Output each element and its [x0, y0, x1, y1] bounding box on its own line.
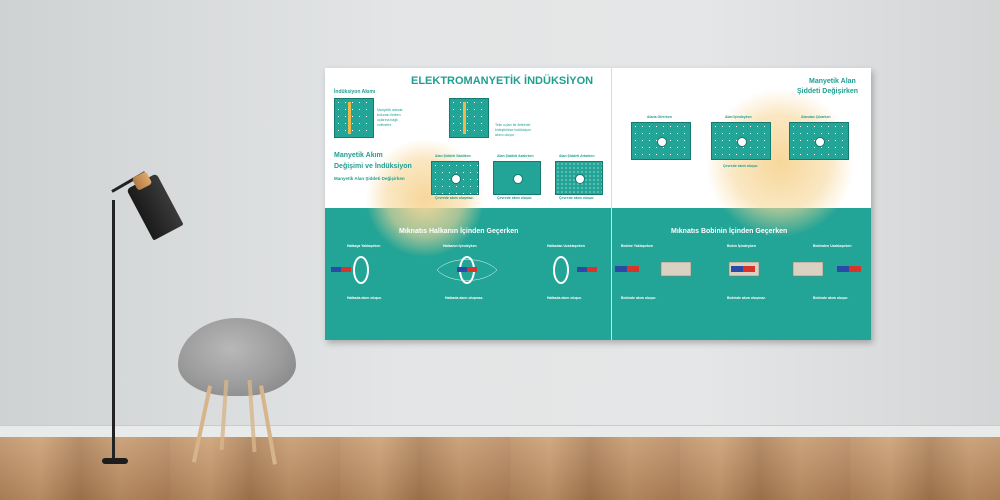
coil-diagram-2 [728, 261, 760, 277]
main-title: ELEKTROMANYETİK İNDÜKSİYON [411, 75, 594, 87]
bulb-icon [451, 174, 461, 184]
ring-diagram-3 [553, 256, 597, 284]
coil-diagram-1 [615, 261, 692, 277]
wood-floor [0, 437, 1000, 500]
panel-box-1 [431, 161, 479, 195]
bulb-icon [737, 137, 747, 147]
right-panel-label-3: Alandan Çıkarken [801, 115, 831, 119]
bulb-icon [513, 174, 523, 184]
ring-label-3: Halkadan Uzaklaşırken [547, 244, 585, 248]
ring-label-2: Halkanın İçindeyken [443, 244, 477, 248]
induction-current-label: İndüksiyon Akımı [334, 89, 376, 95]
coil-caption-1: Bobinde akım oluşur. [621, 296, 657, 300]
induction-poster: ELEKTROMANYETİK İNDÜKSİYON İndüksiyon Ak… [325, 68, 871, 340]
conductor-bar [348, 102, 351, 134]
coil-diagrams [615, 261, 861, 277]
ring-diagrams [331, 256, 597, 284]
panel-box-2 [493, 161, 541, 195]
ring-section-title: Mıknatıs Halkanın İçinden Geçerken [399, 228, 519, 235]
floor-lamp-pole [112, 200, 115, 462]
right-panel-box-3 [789, 122, 849, 160]
ring-caption-2: Halkada akım oluşmaz. [445, 296, 484, 300]
panel-label-2: Alan Şiddeti Azalırken [497, 154, 534, 158]
right-title-2: Şiddeti Değişirken [797, 88, 859, 95]
bulb-icon [575, 174, 585, 184]
right-panel-box-2 [711, 122, 771, 160]
right-title-1: Manyetik Alan [809, 78, 856, 85]
floor-shade [0, 437, 1000, 500]
floor-lamp-base [102, 458, 128, 464]
glow-left [365, 138, 485, 258]
right-panel-label-1: Alana Girerken [647, 115, 672, 119]
field-box-1 [334, 98, 374, 138]
ring-diagram-1 [331, 256, 369, 284]
ring-diagram-2 [436, 256, 498, 284]
coil-diagram-3 [792, 261, 861, 277]
section-change-title-2: Değişimi ve İndüksiyon [334, 163, 412, 170]
right-caption: Çevrede akım oluşur. [723, 164, 759, 168]
left-note-2: Telin uçları bir iletkenle birleştirilir… [495, 123, 531, 137]
panel-caption-2: Çevrede akım oluşur. [497, 196, 533, 200]
ring-caption-3: Halkada akım oluşur. [547, 296, 582, 300]
section-change-title-1: Manyetik Akım [334, 152, 383, 159]
chair-seat [178, 318, 296, 396]
conductor-bar-2 [463, 102, 466, 134]
bulb-icon [815, 137, 825, 147]
coil-label-2: Bobin İçindeyken [727, 244, 756, 248]
coil-caption-2: Bobinde akım oluşmaz. [727, 296, 766, 300]
panel-box-3 [555, 161, 603, 195]
coil-section-title: Mıknatıs Bobinin İçinden Geçerken [671, 228, 788, 235]
poster-divider [611, 68, 612, 340]
ring-label-1: Halkaya Yaklaşırken [347, 244, 381, 248]
panel-caption-3: Çevrede akım oluşur. [559, 196, 595, 200]
field-box-2 [449, 98, 489, 138]
ring-caption-1: Halkada akım oluşur. [347, 296, 382, 300]
panel-label-1: Alan Şiddeti Sabitken [435, 154, 471, 158]
panel-label-3: Alan Şiddeti Artarken [559, 154, 595, 158]
glow-right [705, 88, 855, 238]
panel-caption-1: Çevrede akım oluşmaz. [435, 196, 474, 200]
coil-caption-3: Bobinde akım oluşur. [813, 296, 849, 300]
right-panel-label-2: Alan İçindeyken [725, 115, 752, 119]
left-note-1: Manyetik alanda bulunan iletken uçlarına… [377, 108, 403, 127]
coil-label-3: Bobinden Uzaklaşırken [813, 244, 852, 248]
bulb-icon [657, 137, 667, 147]
coil-label-1: Bobine Yaklaşırken [621, 244, 654, 248]
section-change-sub: Manyetik Alan Şiddeti Değişirken [334, 176, 405, 181]
right-panel-box-1 [631, 122, 691, 160]
